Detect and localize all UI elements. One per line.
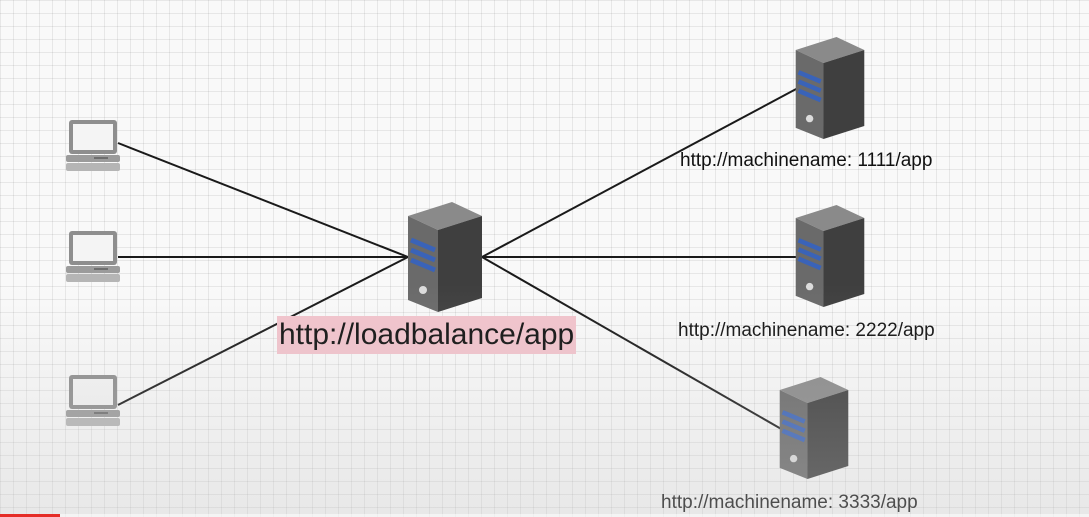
backend-server-2 — [795, 205, 865, 307]
laptop-icon — [66, 231, 120, 282]
load-balancer-server — [408, 202, 482, 312]
server-3-label: http://machinename: 3333/app — [661, 492, 918, 513]
backend-server-1 — [795, 37, 865, 139]
laptop-icon — [66, 375, 120, 426]
server-icon — [779, 377, 849, 479]
video-progress-track[interactable] — [0, 514, 1089, 517]
backend-server-3 — [779, 377, 849, 479]
client-laptop-2 — [66, 231, 120, 282]
client-laptop-3 — [66, 375, 120, 426]
server-icon — [795, 37, 865, 139]
wire-lb-to-server1 — [481, 87, 799, 258]
wire-client1-to-lb — [117, 142, 409, 258]
server-icon — [795, 205, 865, 307]
server-1-label: http://machinename: 1111/app — [680, 150, 933, 171]
wire-client3-to-lb — [117, 256, 409, 406]
wire-lb-to-server3 — [481, 256, 784, 431]
video-progress-bar[interactable] — [0, 514, 60, 517]
server-2-label: http://machinename: 2222/app — [678, 320, 935, 341]
load-balancer-label: http://loadbalance/app — [277, 316, 577, 354]
server-icon — [408, 202, 482, 312]
laptop-icon — [66, 120, 120, 171]
client-laptop-1 — [66, 120, 120, 171]
